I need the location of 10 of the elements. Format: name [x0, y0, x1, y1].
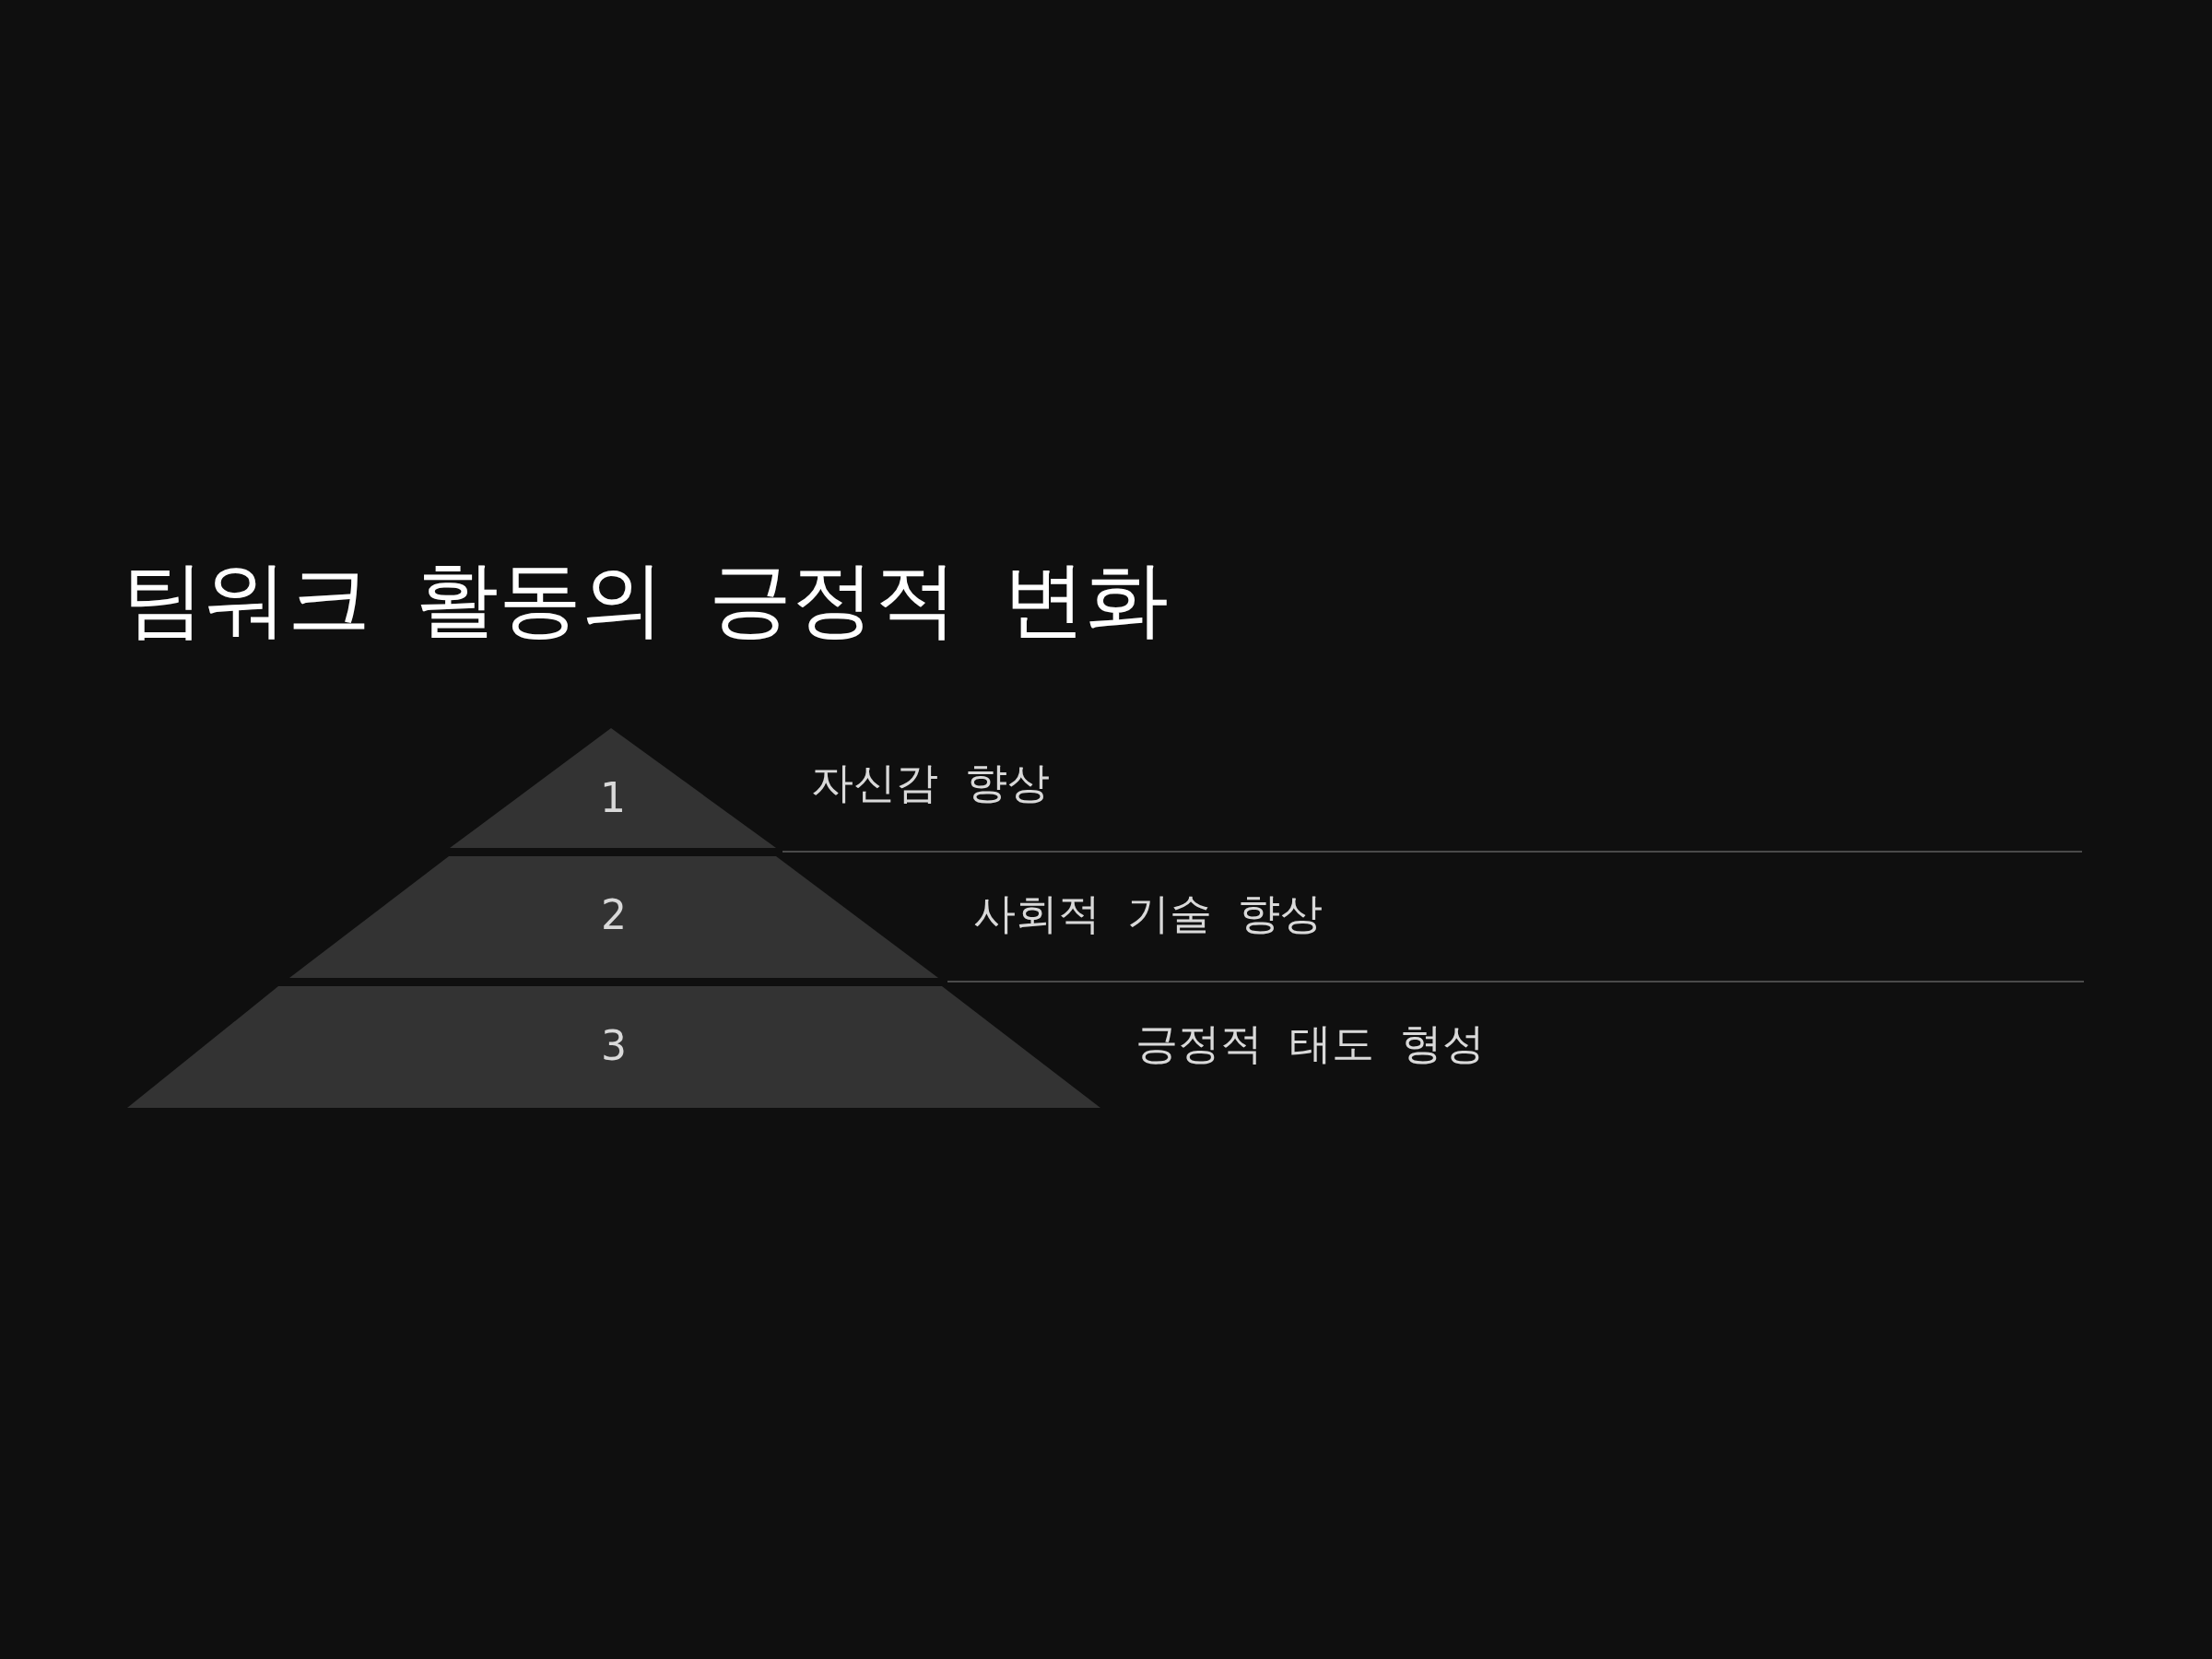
tier-label: 긍정적 태도 형성 [1135, 1018, 1486, 1070]
tier-number: 1 [600, 773, 626, 821]
tier-label: 자신감 향상 [811, 757, 1050, 809]
title: 팀워크 활동의 긍정적 변화 [122, 549, 1169, 649]
pyramid-tier [127, 986, 1100, 1108]
pyramid-tier [450, 728, 776, 848]
pyramid-tier [289, 856, 938, 978]
tier-number: 2 [601, 890, 627, 938]
tier-number: 3 [601, 1021, 627, 1069]
tier-label: 사회적 기술 향상 [973, 888, 1324, 940]
